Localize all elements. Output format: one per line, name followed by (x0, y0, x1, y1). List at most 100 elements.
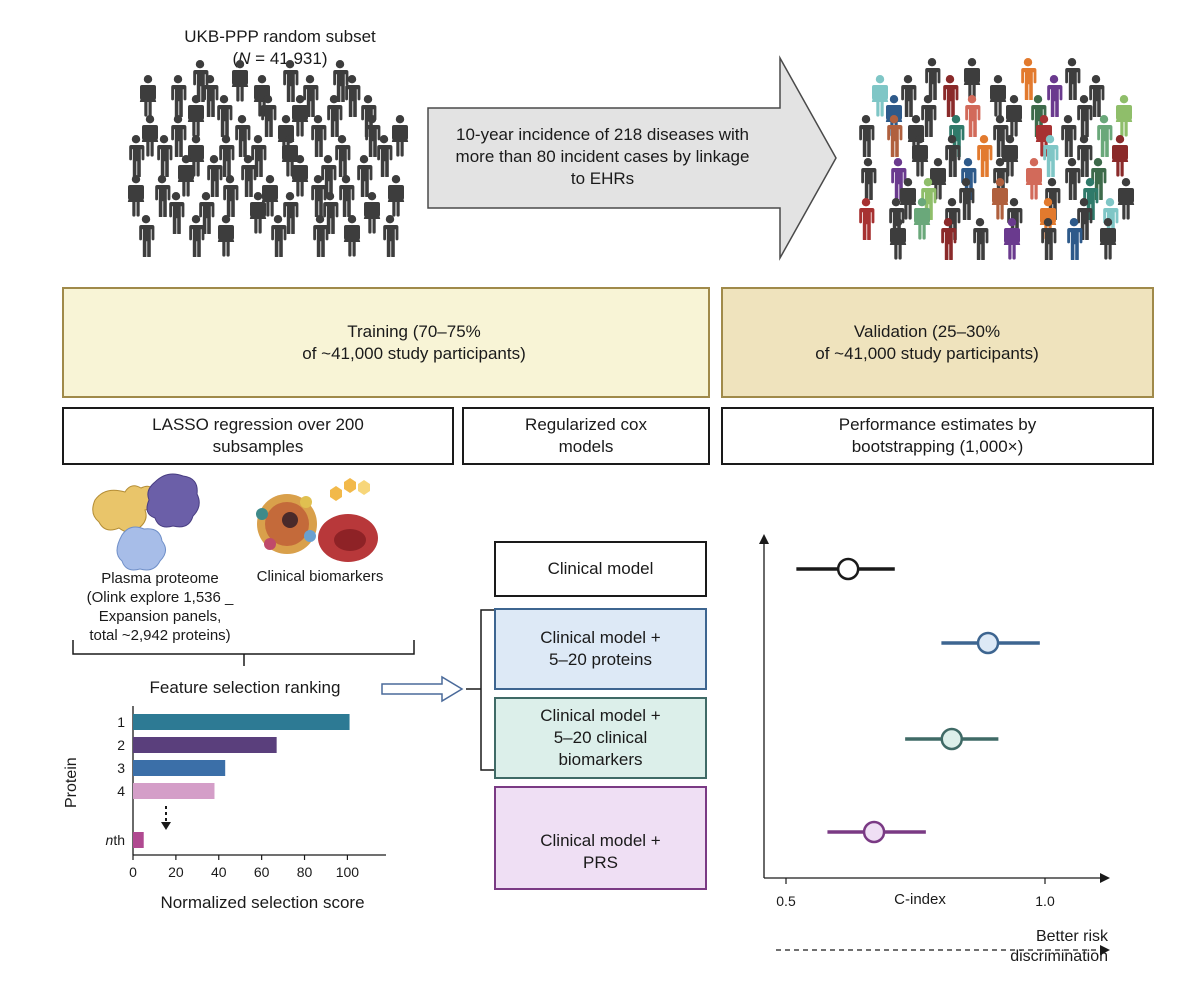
person-icon (1077, 95, 1093, 137)
x-tick-label: 40 (211, 864, 227, 880)
forest-x-arrow (1100, 873, 1110, 883)
forest-tick-label: 0.5 (776, 893, 796, 909)
cell-icon (256, 494, 317, 554)
person-icon (189, 215, 205, 257)
person-icon (859, 115, 875, 157)
forest-tick-label: 1.0 (1035, 893, 1055, 909)
bar (133, 737, 277, 753)
person-icon (1097, 115, 1113, 157)
validation-box: Validation (25–30% of ~41,000 study part… (721, 287, 1154, 398)
forest-y-arrow (759, 534, 769, 544)
category-label: 4 (117, 783, 125, 799)
person-icon (391, 115, 409, 157)
better-risk-arrow-head (1100, 945, 1110, 955)
person-icon (313, 215, 329, 257)
person-icon (231, 60, 249, 102)
merge-bracket (72, 640, 415, 666)
model-box-2: Clinical model + 5–20 proteins (494, 608, 707, 690)
category-label: 2 (117, 737, 125, 753)
person-icon (377, 135, 393, 177)
person-icon (171, 115, 187, 157)
person-icon (383, 215, 399, 257)
person-icon (901, 75, 917, 117)
training-box: Training (70–75% of ~41,000 study partic… (62, 287, 710, 398)
person-icon (357, 155, 373, 197)
category-label: nth (106, 832, 125, 848)
protein-blob-blue-icon (116, 526, 166, 571)
incidence-crowd (859, 58, 1135, 260)
person-icon (321, 155, 337, 197)
person-icon (335, 135, 351, 177)
person-icon (363, 192, 381, 234)
model-label: Clinical model (547, 559, 654, 578)
person-icon (139, 75, 157, 117)
person-icon (1111, 135, 1129, 177)
person-icon (169, 192, 185, 234)
ranking-ylabel: Protein (63, 757, 80, 808)
model-label: Clinical model + 5–20 proteins (540, 628, 661, 669)
category-label: 1 (117, 714, 125, 730)
person-icon (235, 115, 251, 157)
validation-label: Validation (25–30% of ~41,000 study part… (815, 322, 1039, 363)
molecule-icon (330, 478, 370, 501)
big-arrow-shape (427, 55, 837, 261)
cohort-title: UKB-PPP random subset (N = 41,931) (150, 26, 410, 70)
biomarkers-label: Clinical biomarkers (256, 568, 384, 585)
point-estimate (940, 727, 964, 751)
person-icon (989, 75, 1007, 117)
person-icon (339, 175, 355, 217)
c-index-plot: 0.5 1.0 (759, 534, 1110, 955)
x-tick-label: 80 (297, 864, 313, 880)
person-icon (387, 175, 405, 217)
person-icon (203, 75, 219, 117)
person-icon (977, 135, 993, 177)
model-box-4: Clinical model + PRS (494, 786, 707, 890)
person-icon (171, 75, 187, 117)
bar (133, 783, 215, 799)
person-icon (217, 95, 233, 137)
x-tick-label: 60 (254, 864, 270, 880)
proteome-label: Plasma proteome (Olink explore 1,536 _ E… (86, 570, 234, 644)
ranking-title: Feature selection ranking (149, 678, 341, 697)
category-label: 3 (117, 760, 125, 776)
person-icon (859, 198, 875, 240)
protein-blob-purple-icon (146, 473, 200, 528)
models-bracket (466, 609, 494, 771)
person-icon (871, 75, 889, 117)
more-arrow-head (161, 822, 171, 830)
bar (133, 832, 144, 848)
person-icon (283, 60, 299, 102)
person-icon (1065, 158, 1081, 200)
person-icon (155, 175, 171, 217)
model-box-3: Clinical model + 5–20 clinical biomarker… (494, 697, 707, 779)
person-icon (1061, 115, 1077, 157)
person-icon (925, 58, 941, 100)
hollow-arrow-icon (381, 675, 464, 703)
person-icon (217, 215, 235, 257)
person-icon (1067, 218, 1083, 260)
model-label: Clinical model + 5–20 clinical biomarker… (540, 706, 661, 769)
bar (133, 760, 226, 776)
model-box-1: Clinical model (494, 541, 707, 597)
person-icon (1065, 58, 1081, 100)
person-icon (991, 178, 1009, 220)
person-icon (1047, 75, 1063, 117)
person-icon (127, 175, 145, 217)
model-label: Clinical model + PRS (540, 831, 661, 872)
point-estimate (862, 820, 886, 844)
person-icon (1025, 158, 1043, 200)
red-blood-cell-icon (318, 514, 378, 562)
arrow-text: 10-year incidence of 218 diseases with m… (455, 125, 750, 188)
person-icon (973, 218, 989, 260)
point-estimate (976, 631, 1000, 655)
person-icon (1117, 178, 1135, 220)
person-icon (889, 218, 907, 260)
person-icon (207, 155, 223, 197)
person-icon (965, 95, 981, 137)
point-estimate (836, 557, 860, 581)
person-icon (241, 155, 257, 197)
person-icon (139, 215, 155, 257)
person-icon (963, 58, 981, 100)
